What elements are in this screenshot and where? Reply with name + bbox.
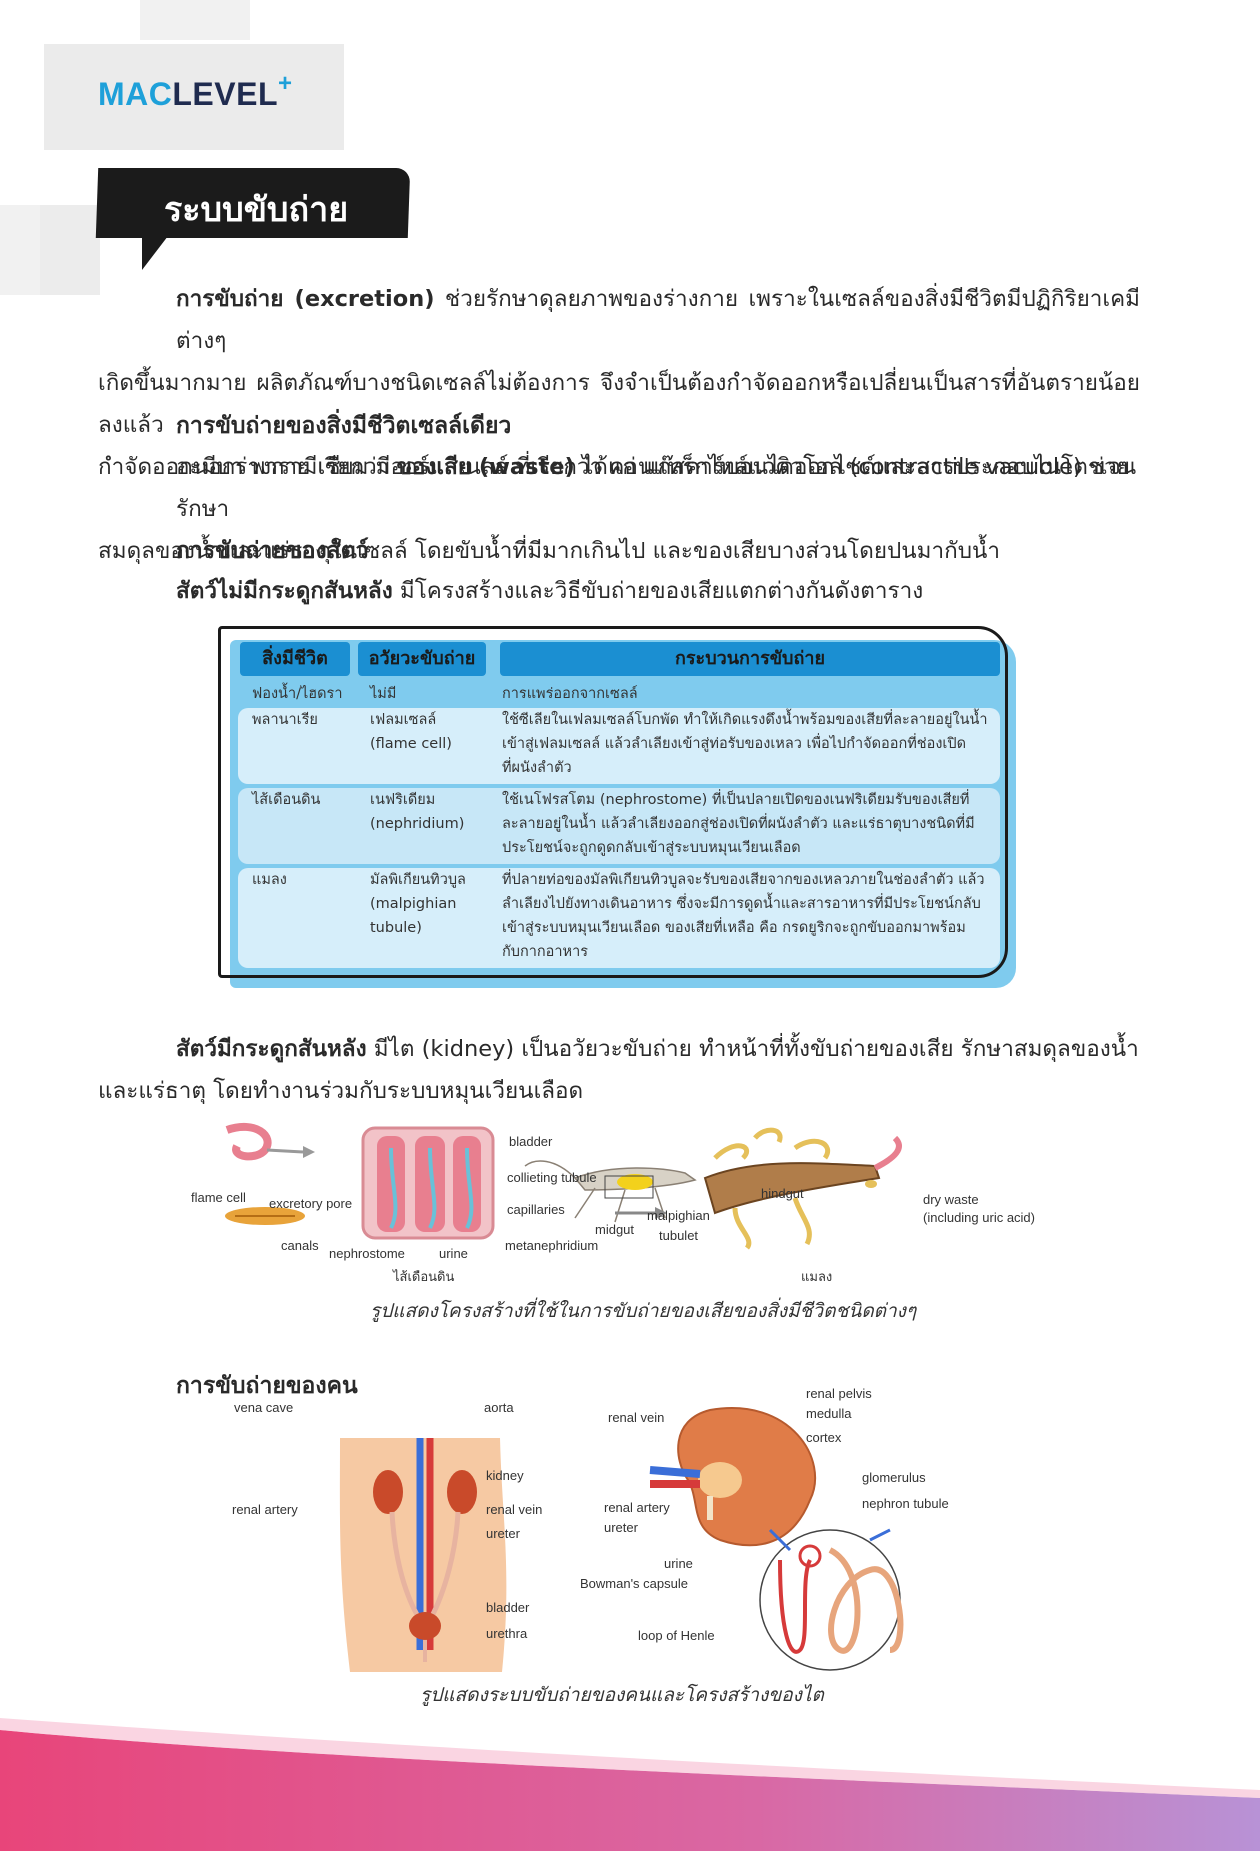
bg-square [44,44,344,150]
figure-1-caption: รูปแสดงโครงสร้างที่ใช้ในการขับถ่ายของเสี… [370,1300,917,1322]
excretion-table: สิ่งมีชีวิต อวัยวะขับถ่าย กระบวนการขับถ่… [218,626,1016,988]
page-title: ระบบขับถ่าย [164,190,349,230]
table-header-organ: อวัยวะขับถ่าย [358,642,486,676]
human-illustration [339,1407,904,1672]
single-cell-paragraph: อะมีบา พารามีเซียม มีออร์แกเนลล์ ที่เรีย… [98,454,1130,564]
invertebrate-line: สัตว์ไม่มีกระดูกสันหลัง มีโครงสร้างและวิ… [176,578,924,604]
human-heading: การขับถ่ายของคน [176,1373,358,1399]
table-header-organism: สิ่งมีชีวิต [240,642,350,676]
figure-illustration [225,1122,902,1250]
intro-line-2: เกิดขึ้นมากมาย ผลิตภัณฑ์บางชนิดเซลล์ไม่ต… [98,370,1140,438]
table-row [238,708,1000,784]
bg-square [0,205,40,295]
human-excretory-figure: vena cave aorta kidney renal artery rena… [232,1386,990,1680]
intro-line-1: การขับถ่าย (excretion) ช่วยรักษาดุลยภาพข… [176,286,1140,354]
figure-2-caption: รูปแสดงระบบขับถ่ายของคนและโครงสร้างของไต [420,1684,824,1706]
logo: MACLEVEL+ [98,70,293,112]
table-row [238,868,1000,968]
table-header-process: กระบวนการขับถ่าย [500,642,1000,676]
title-banner-tail [142,236,168,270]
animals-heading: การขับถ่ายของสัตว์ [176,538,369,564]
vertebrate-paragraph: สัตว์มีกระดูกสันหลัง มีไต (kidney) เป็นอ… [98,1036,1139,1104]
bottom-decor-band [0,1718,1260,1851]
intro-paragraph: การขับถ่าย (excretion) ช่วยรักษาดุลยภาพข… [98,278,1140,488]
bg-square [140,0,250,40]
excretory-structures-figure: flame cell excretory pore canals bladder… [191,1118,1085,1293]
table-row [238,788,1000,864]
single-cell-heading: การขับถ่ายของสิ่งมีชีวิตเซลล์เดียว [176,413,512,439]
intro-line-3: กำจัดออกนอกร่างกาย เรียกว่า ของเสีย (was… [98,454,1137,480]
table-frame [218,626,1008,978]
bg-square [40,205,100,295]
